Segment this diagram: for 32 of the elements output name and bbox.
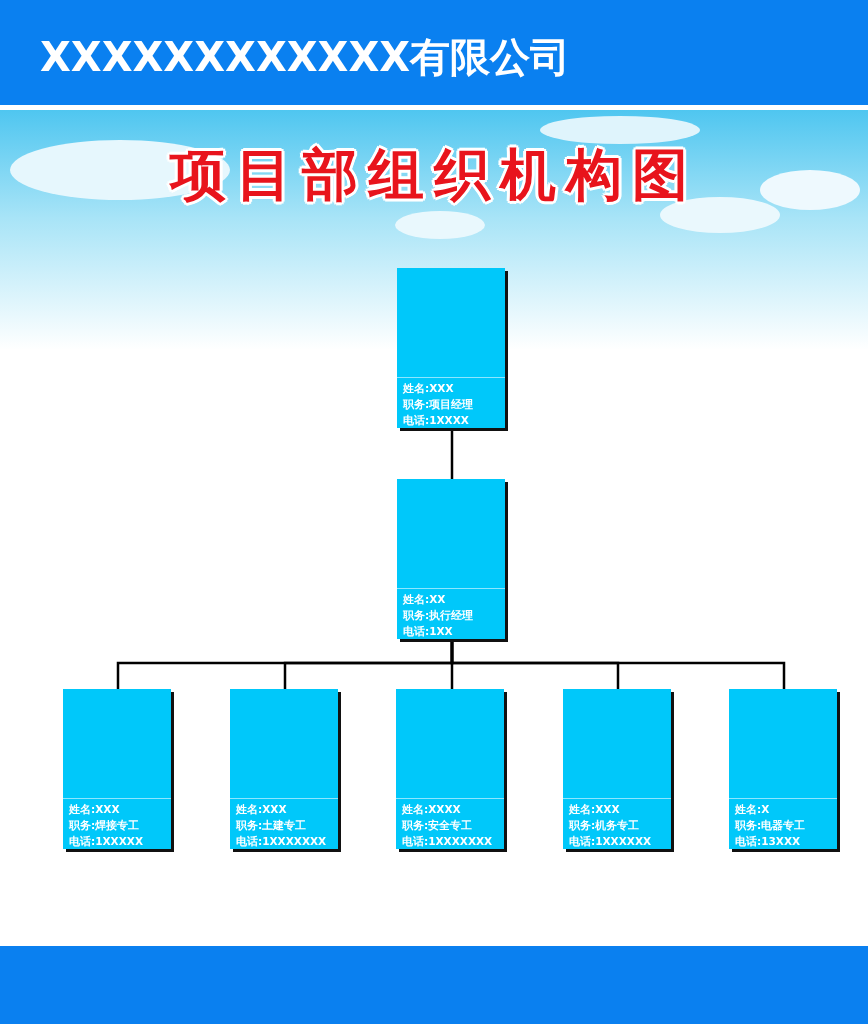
- staff-info: 职务:焊接专工: [69, 818, 140, 833]
- staff-info: 职务:电器专工: [735, 818, 806, 833]
- title: 项目部组织机构图: [168, 141, 699, 209]
- staff-info: 电话:1XXXXXXX: [236, 834, 327, 849]
- staff-info: 职务:机务专工: [569, 818, 640, 833]
- staff-info: 电话:1XX: [403, 624, 453, 639]
- staff-info: 电话:13XXX: [735, 834, 801, 849]
- staff-info: 职务:执行经理: [403, 608, 474, 623]
- staff-info: 姓名:X: [735, 802, 770, 817]
- staff-card: [729, 689, 837, 849]
- staff-info: 电话:1XXXXXXX: [402, 834, 493, 849]
- staff-card: [63, 689, 171, 849]
- staff-card: [397, 268, 505, 428]
- staff-info: 职务:安全专工: [402, 818, 473, 833]
- staff-card: [230, 689, 338, 849]
- staff-info: 姓名:XXX: [569, 802, 620, 817]
- staff-info: 姓名:XXX: [403, 381, 454, 396]
- company-name: XXXXXXXXXXXX有限公司: [40, 33, 571, 82]
- staff-info: 电话:1XXXX: [403, 413, 469, 428]
- staff-card: [396, 689, 504, 849]
- connector-line: [450, 428, 454, 479]
- staff-info: 职务:土建专工: [236, 818, 307, 833]
- connector-line: [450, 639, 786, 689]
- staff-info: 姓名:XX: [403, 592, 446, 607]
- staff-info: 姓名:XXXX: [402, 802, 461, 817]
- staff-card: [397, 479, 505, 639]
- staff-info: 电话:1XXXXX: [69, 834, 143, 849]
- staff-info: 姓名:XXX: [69, 802, 120, 817]
- staff-card: [563, 689, 671, 849]
- staff-info: 职务:项目经理: [403, 397, 474, 412]
- staff-info: 姓名:XXX: [236, 802, 287, 817]
- staff-info: 电话:1XXXXXX: [569, 834, 652, 849]
